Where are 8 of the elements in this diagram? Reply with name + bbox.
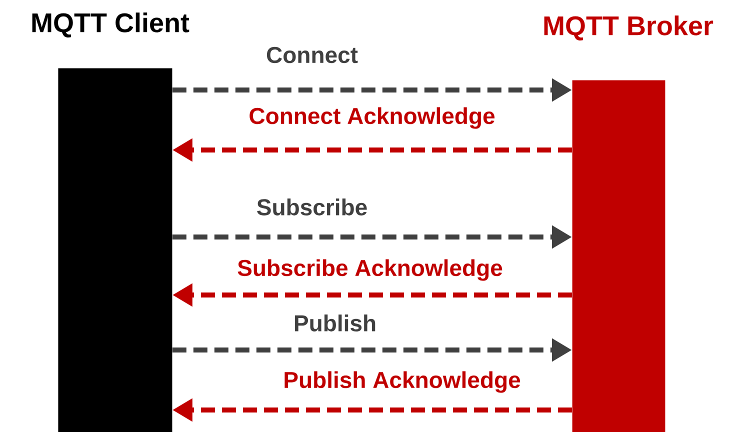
edge-label: Publish [295, 314, 376, 332]
edge-label: Connect Acknowledge [250, 107, 495, 129]
edge-label: Subscribe [257, 198, 367, 216]
edge-label: Connect [266, 46, 358, 64]
lifeline-title: MQTT Broker [544, 16, 714, 40]
edge-label: Publish Acknowledge [284, 371, 520, 393]
edge-label: Subscribe Acknowledge [238, 259, 502, 281]
lifeline-title: MQTT Client [32, 12, 190, 38]
